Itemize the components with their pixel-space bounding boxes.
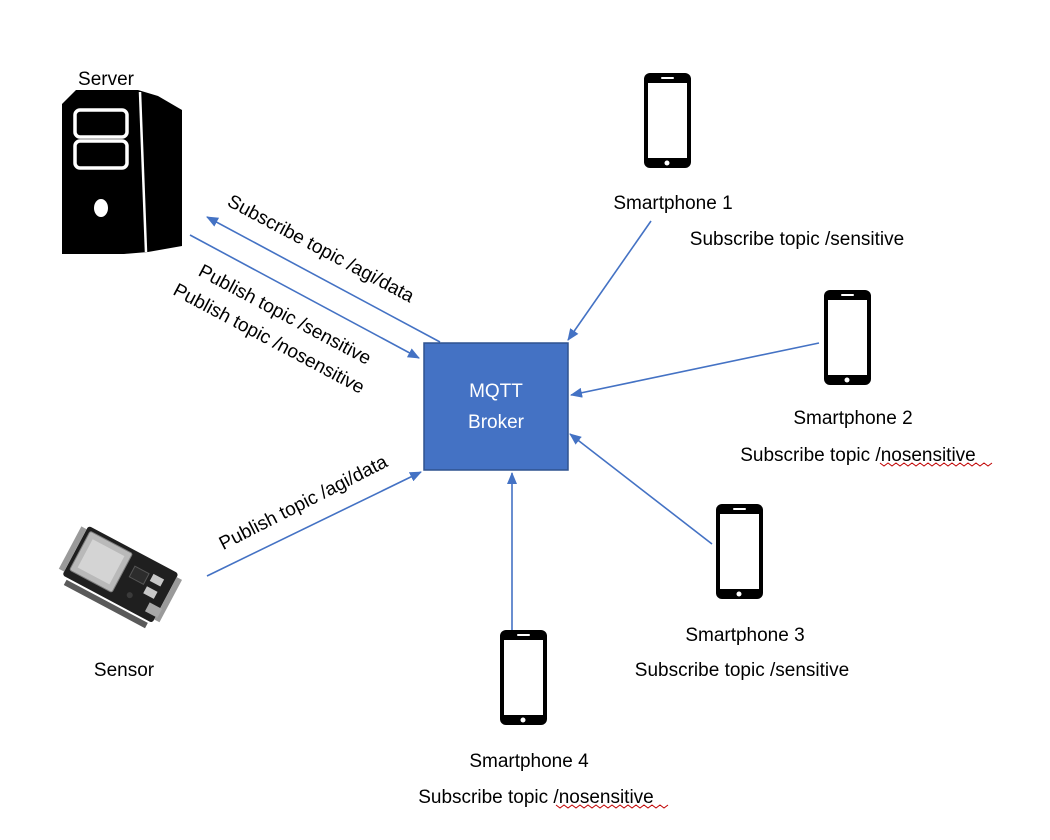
arrow-sensor-to-broker-publish <box>206 471 422 577</box>
sensor-label: Sensor <box>94 660 155 681</box>
smartphone-2-node: Smartphone 2 Subscribe topic /nosensitiv… <box>740 290 993 467</box>
smartphone-4-subscription: Subscribe topic /nosensitive <box>418 787 654 808</box>
arrow-server-to-broker-publish <box>189 234 420 359</box>
arrow-broker-to-server-subscribe <box>206 216 441 343</box>
smartphone-icon <box>644 73 691 168</box>
arrow-broker-to-smartphone-1 <box>567 220 652 341</box>
broker-label-line-1: MQTT <box>469 381 523 402</box>
smartphone-4-label: Smartphone 4 <box>469 751 589 772</box>
smartphone-1-subscription: Subscribe topic /sensitive <box>690 229 904 250</box>
arrow-broker-to-smartphone-2 <box>570 342 820 398</box>
server-label: Server <box>78 69 135 90</box>
smartphone-3-subscription: Subscribe topic /sensitive <box>635 660 849 681</box>
smartphone-1-label: Smartphone 1 <box>613 193 732 214</box>
smartphone-2-label: Smartphone 2 <box>793 408 912 429</box>
smartphone-2-subscription: Subscribe topic /nosensitive <box>740 445 976 466</box>
connector-arrows <box>189 216 820 632</box>
smartphone-4-node: Smartphone 4 Subscribe topic /nosensitiv… <box>418 630 669 809</box>
arrow-broker-to-smartphone-3 <box>569 433 713 545</box>
esp32-board-icon <box>58 526 183 629</box>
broker-label-line-2: Broker <box>468 412 525 433</box>
smartphone-1-node: Smartphone 1 Subscribe topic /sensitive <box>613 73 904 250</box>
sensor-publish-label: Publish topic /agi/data <box>216 451 392 554</box>
smartphone-3-node: Smartphone 3 Subscribe topic /sensitive <box>635 504 849 681</box>
spellcheck-underline <box>879 462 993 467</box>
spellcheck-underline <box>555 804 669 809</box>
sensor-node: Sensor <box>58 526 183 681</box>
smartphone-icon <box>500 630 547 725</box>
edge-labels: Subscribe topic /agi/data Publish topic … <box>169 191 417 555</box>
broker-box <box>423 342 569 471</box>
mqtt-broker: MQTT Broker <box>423 342 569 471</box>
smartphone-3-label: Smartphone 3 <box>685 625 804 646</box>
server-tower-icon <box>62 90 182 254</box>
smartphone-icon <box>716 504 763 599</box>
smartphone-icon <box>824 290 871 385</box>
server-node: Server <box>62 69 182 254</box>
